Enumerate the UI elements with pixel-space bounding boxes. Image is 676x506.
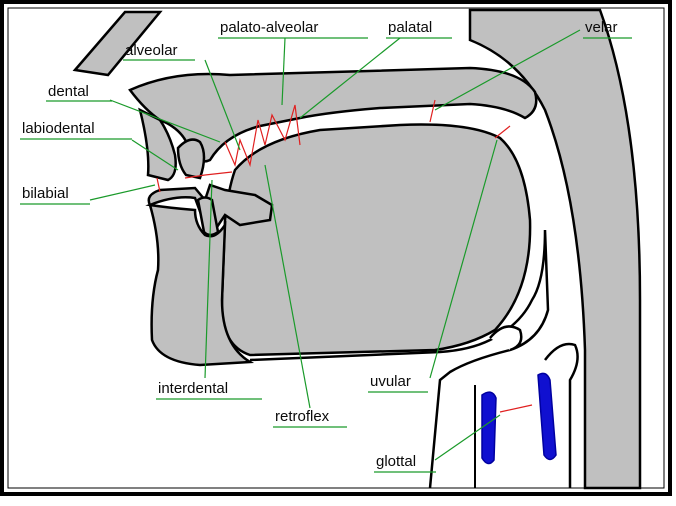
label-velar-text: velar — [585, 19, 618, 36]
interdental-mark — [204, 171, 233, 176]
label-retroflex: retroflex — [273, 408, 347, 428]
leader-palatal — [299, 37, 401, 119]
vocal-fold-right — [537, 372, 557, 461]
leader-lines — [89, 29, 581, 461]
labiodental-mark — [184, 174, 206, 179]
label-dental: dental — [46, 83, 112, 102]
label-labiodental: labiodental — [20, 120, 132, 140]
label-velar: velar — [583, 19, 632, 39]
label-bilabial-text: bilabial — [22, 185, 69, 202]
label-labiodental-text: labiodental — [22, 120, 95, 137]
leader-palato-alveolar — [281, 37, 286, 106]
tongue — [220, 123, 532, 357]
label-interdental: interdental — [156, 380, 262, 400]
leader-glottal — [434, 414, 501, 461]
label-alveolar-text: alveolar — [125, 42, 178, 59]
leader-dental — [109, 99, 221, 143]
glottal-mark — [499, 404, 533, 413]
pharynx-back-wall — [468, 8, 642, 490]
label-palato-alveolar-text: palato-alveolar — [220, 19, 318, 36]
larynx-front — [249, 229, 550, 489]
alveolar-marks — [224, 104, 301, 168]
label-uvular: uvular — [368, 373, 428, 393]
uvular-mark — [494, 125, 511, 139]
label-dental-text: dental — [48, 83, 89, 100]
leader-bilabial — [89, 184, 156, 201]
leader-velar — [434, 29, 581, 111]
leader-retroflex — [264, 164, 311, 409]
label-glottal: glottal — [374, 453, 436, 473]
label-glottal-text: glottal — [376, 453, 416, 470]
label-bilabial: bilabial — [20, 185, 90, 205]
epiglottis — [489, 325, 523, 352]
leader-interdental — [204, 179, 213, 379]
arytenoid — [544, 342, 579, 488]
label-palatal: palatal — [386, 19, 452, 39]
label-palato-alveolar: palato-alveolar — [218, 19, 368, 39]
nasal-bone — [72, 10, 163, 77]
upper-teeth — [176, 138, 206, 180]
label-uvular-text: uvular — [370, 373, 411, 390]
label-alveolar: alveolar — [123, 42, 195, 61]
leader-uvular — [429, 139, 498, 379]
leader-alveolar — [204, 59, 241, 151]
upper-jaw — [128, 66, 538, 163]
lower-teeth — [196, 196, 220, 237]
velar-mark — [429, 99, 436, 123]
inner-border — [7, 7, 665, 489]
label-interdental-text: interdental — [158, 380, 228, 397]
bilabial-mark — [156, 177, 161, 193]
articulation-marks — [156, 99, 533, 413]
vocal-fold-left — [481, 391, 497, 465]
leader-labiodental — [131, 139, 179, 171]
label-palatal-text: palatal — [388, 19, 432, 36]
lower-jaw — [145, 183, 274, 367]
label-retroflex-text: retroflex — [275, 408, 330, 425]
